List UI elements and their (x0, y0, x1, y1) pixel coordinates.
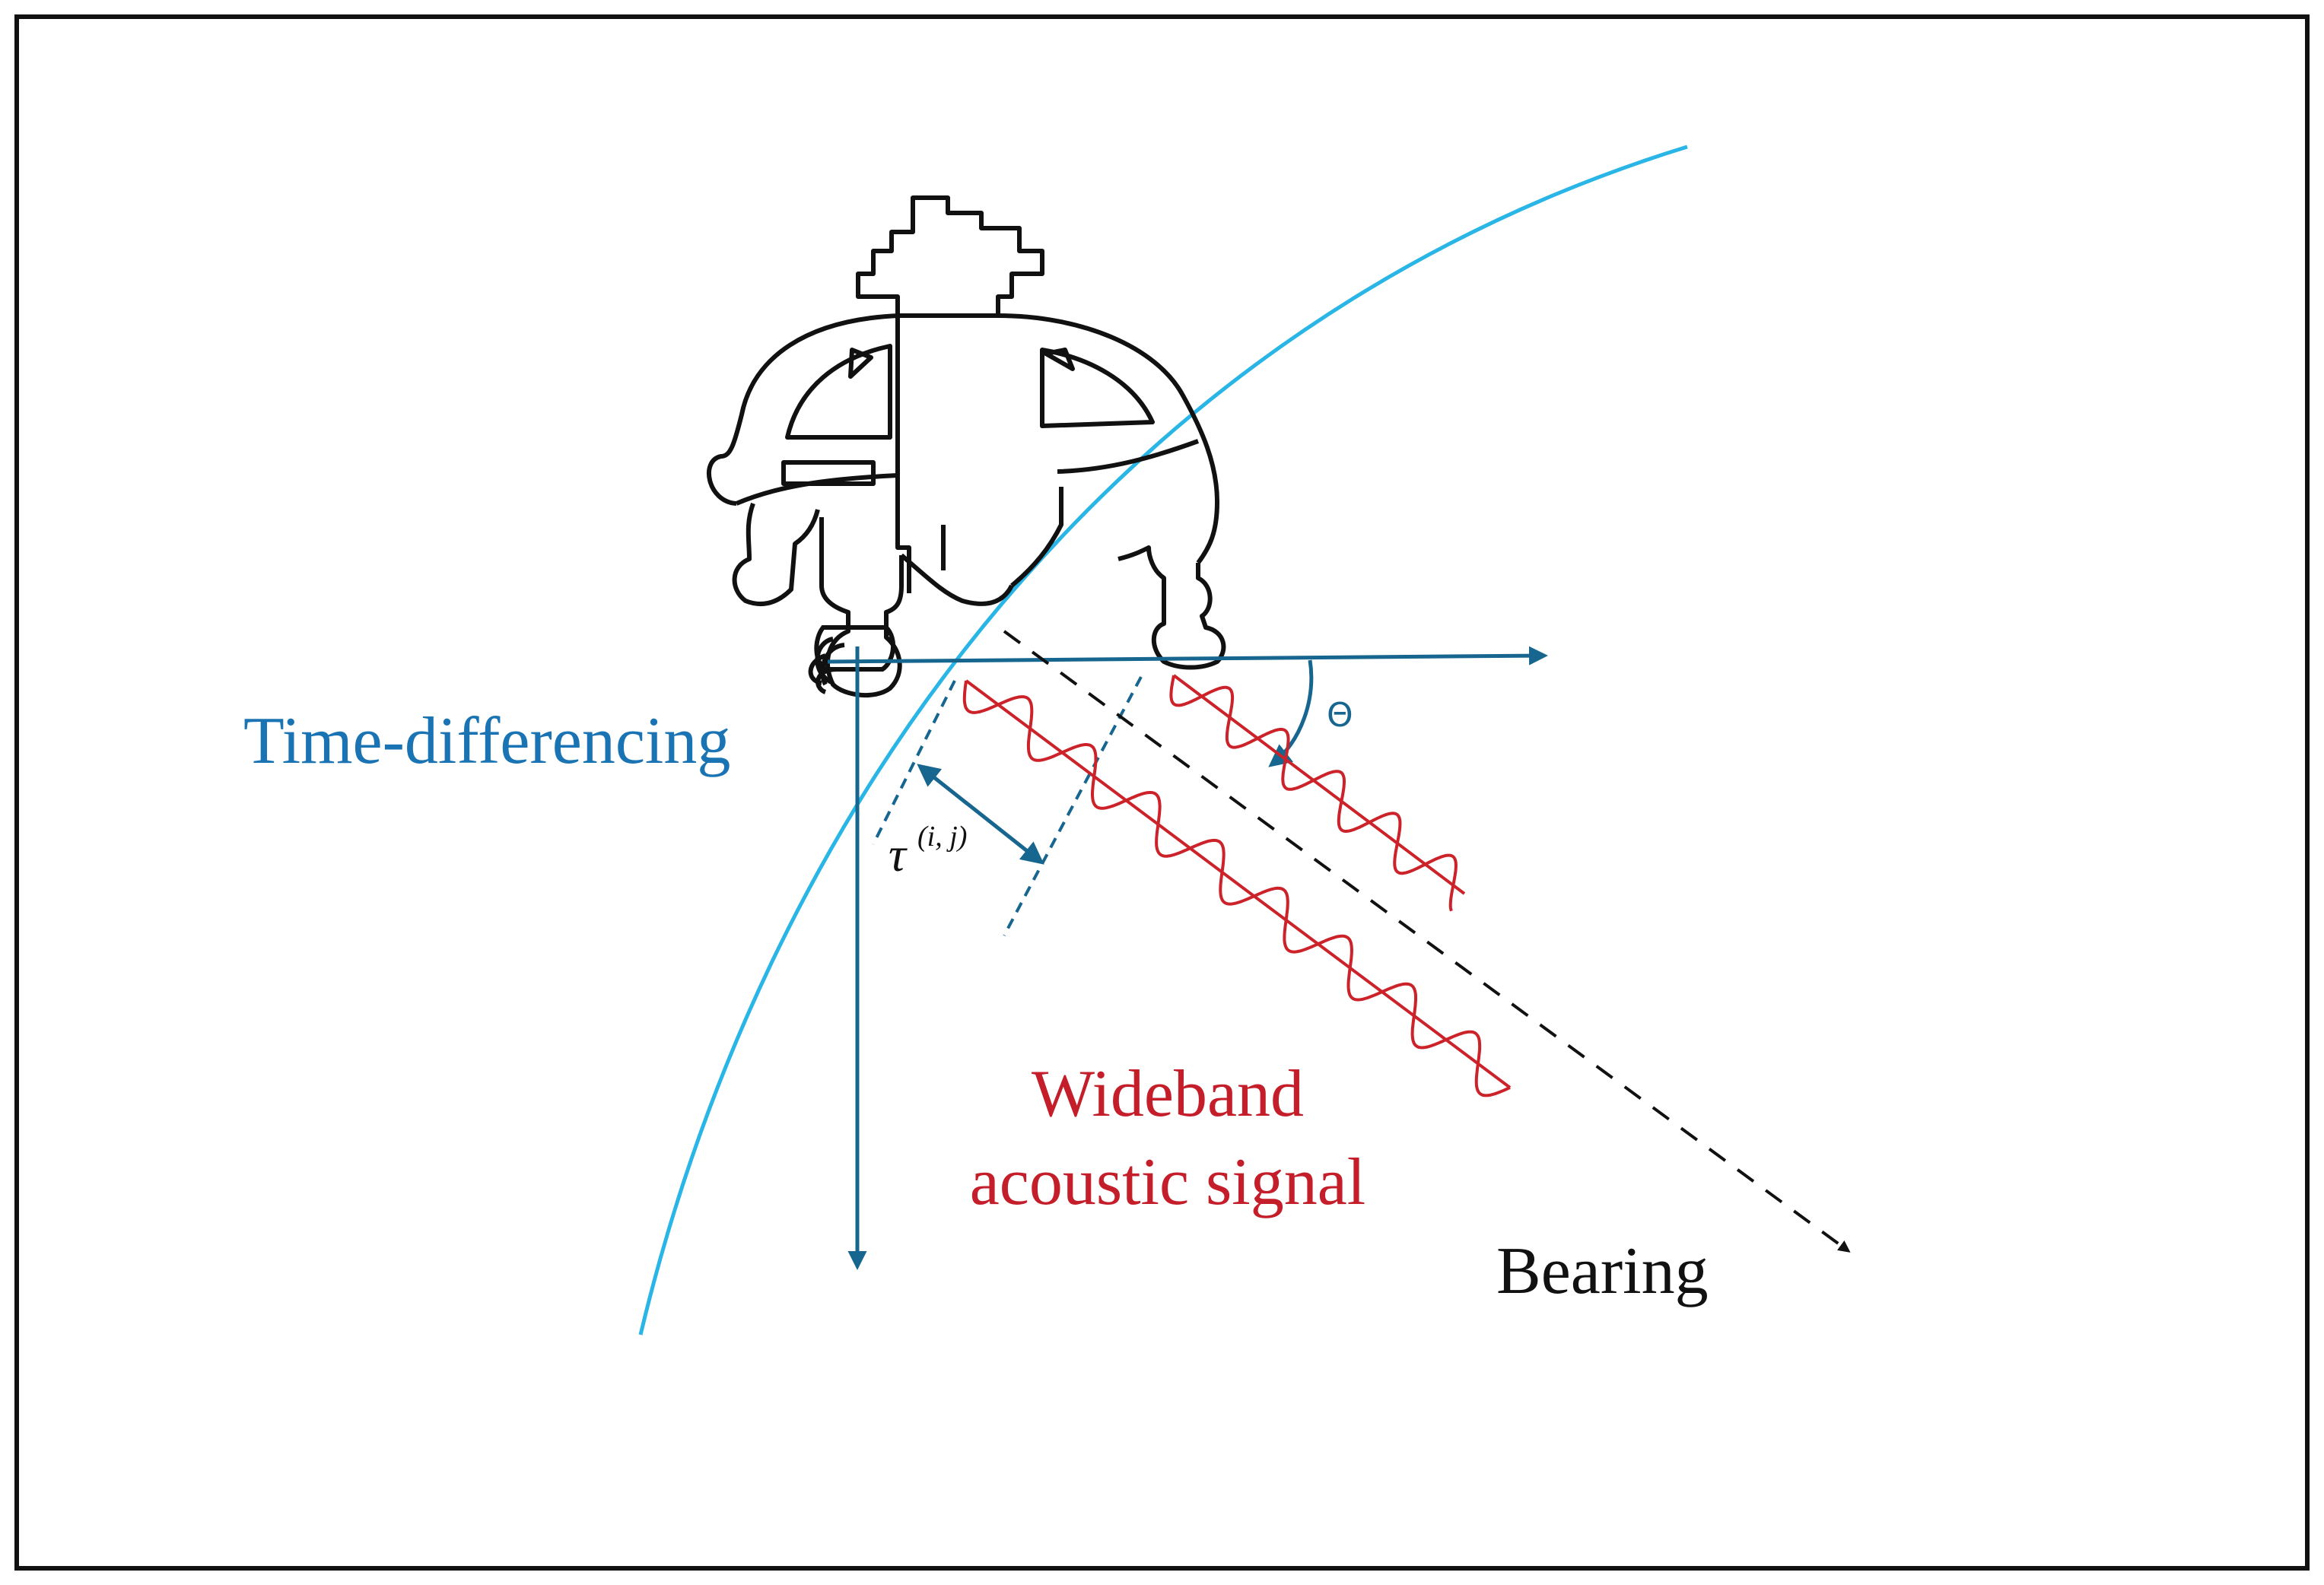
wideband-label-line1: Wideband (1032, 1057, 1304, 1131)
sensor-pod (814, 625, 896, 672)
wideband-signal-waves (962, 674, 1512, 1097)
figure-frame (14, 14, 2310, 1571)
bearing-label: Bearing (1496, 1234, 1709, 1308)
signal-wave-lower-axis (965, 679, 1512, 1089)
wavefront-line-1 (872, 680, 956, 845)
tau-superscript: (i, j) (917, 821, 967, 853)
time-delay-arrow (917, 764, 1044, 865)
theta-label: Θ (1327, 696, 1353, 735)
underwater-vehicle-outline-icon (707, 195, 1226, 698)
time-differencing-label: Time-differencing (243, 704, 730, 778)
time-delay-label: τ (i, j) (889, 821, 967, 881)
signal-wave-upper-axis (1172, 674, 1466, 895)
signal-wave-lower (962, 680, 1511, 1097)
bearing-angle-arc (1268, 659, 1314, 767)
tau-symbol: τ (889, 827, 908, 881)
horizontal-axis (827, 646, 1548, 665)
wideband-label-line2: acoustic signal (970, 1145, 1366, 1219)
signal-wave-upper (1169, 675, 1458, 912)
time-differencing-curve (638, 145, 1688, 1336)
wavefront-line-2 (1003, 676, 1143, 936)
